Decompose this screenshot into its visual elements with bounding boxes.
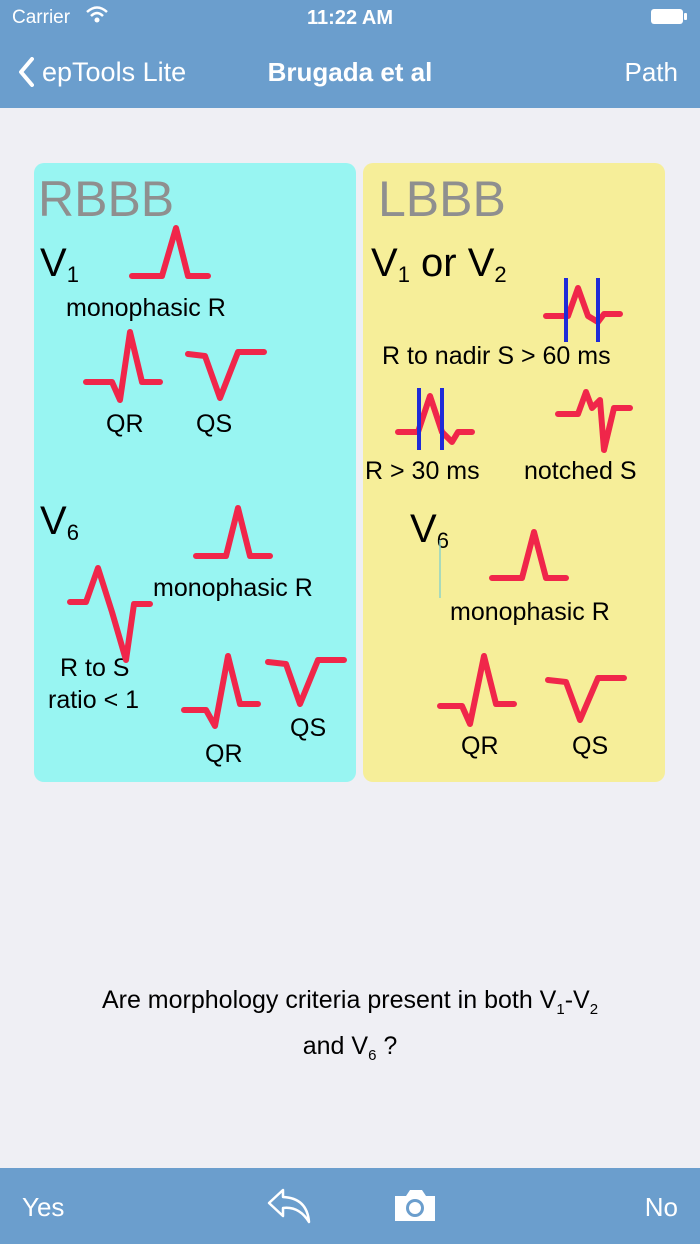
rbbb-v6-qr-waveform bbox=[181, 653, 261, 729]
rbbb-v1-qr-label: QR bbox=[106, 410, 144, 438]
lbbb-r30-label: R > 30 ms bbox=[365, 457, 480, 485]
lbbb-notched-label: notched S bbox=[524, 457, 637, 485]
rbbb-v6-rs-waveform bbox=[67, 565, 153, 663]
path-button[interactable]: Path bbox=[624, 57, 679, 87]
rbbb-v1-qs-waveform bbox=[185, 349, 267, 401]
rbbb-v1-lead: V1 bbox=[40, 241, 79, 287]
back-label: epTools Lite bbox=[42, 56, 187, 87]
rbbb-v1-monophasic-waveform bbox=[129, 225, 211, 279]
rbbb-v1-qr-waveform bbox=[83, 329, 163, 403]
question-text: Are morphology criteria present in both … bbox=[101, 986, 599, 1064]
rbbb-v1-monophasic-label: monophasic R bbox=[66, 294, 226, 322]
page-title: Brugada et al bbox=[267, 57, 433, 87]
lbbb-v6-monophasic-waveform bbox=[489, 529, 569, 581]
undo-arrow-icon[interactable] bbox=[265, 1184, 313, 1226]
lbbb-v6-qs-label: QS bbox=[572, 732, 608, 760]
rbbb-v6-monophasic-label: monophasic R bbox=[153, 574, 313, 602]
lbbb-v6-qr-label: QR bbox=[461, 732, 499, 760]
bundle-branch-morphology-figure: RBBB V1 monophasic R QR QS V6 monophasic… bbox=[34, 163, 665, 782]
back-button[interactable]: epTools Lite bbox=[18, 54, 186, 90]
lbbb-v6-qr-waveform bbox=[437, 653, 517, 727]
status-bar: Carrier 11:22 AM bbox=[0, 0, 700, 36]
rbbb-v6-ratio-line2: ratio < 1 bbox=[48, 686, 139, 714]
rbbb-v6-monophasic-waveform bbox=[193, 505, 273, 559]
bottom-toolbar: Yes No bbox=[0, 1168, 700, 1244]
rbbb-v6-lead: V6 bbox=[40, 499, 79, 545]
lbbb-v1-v2-lead: V1 or V2 bbox=[371, 241, 507, 287]
rbbb-v6-qs-label: QS bbox=[290, 714, 326, 742]
clock: 11:22 AM bbox=[307, 7, 393, 29]
carrier-label: Carrier bbox=[12, 7, 71, 28]
rbbb-v6-ratio-line1: R to S bbox=[60, 654, 129, 682]
navigation-bar: epTools Lite Brugada et al Path bbox=[0, 36, 700, 108]
lbbb-v6-monophasic-label: monophasic R bbox=[450, 598, 610, 626]
wifi-icon bbox=[86, 6, 108, 23]
lbbb-heading: LBBB bbox=[378, 171, 506, 227]
no-button[interactable]: No bbox=[644, 1192, 678, 1222]
lbbb-nadir-label: R to nadir S > 60 ms bbox=[382, 342, 611, 370]
lbbb-v6-qs-waveform bbox=[545, 675, 627, 723]
camera-icon[interactable] bbox=[392, 1186, 438, 1224]
rbbb-v1-qs-label: QS bbox=[196, 410, 232, 438]
rbbb-heading: RBBB bbox=[38, 171, 174, 227]
yes-button[interactable]: Yes bbox=[22, 1192, 65, 1222]
chevron-left-icon bbox=[19, 57, 34, 87]
lbbb-notched-waveform bbox=[555, 389, 633, 453]
rbbb-v6-qs-waveform bbox=[265, 657, 347, 707]
battery-icon bbox=[651, 9, 687, 24]
rbbb-v6-qr-label: QR bbox=[205, 740, 243, 768]
